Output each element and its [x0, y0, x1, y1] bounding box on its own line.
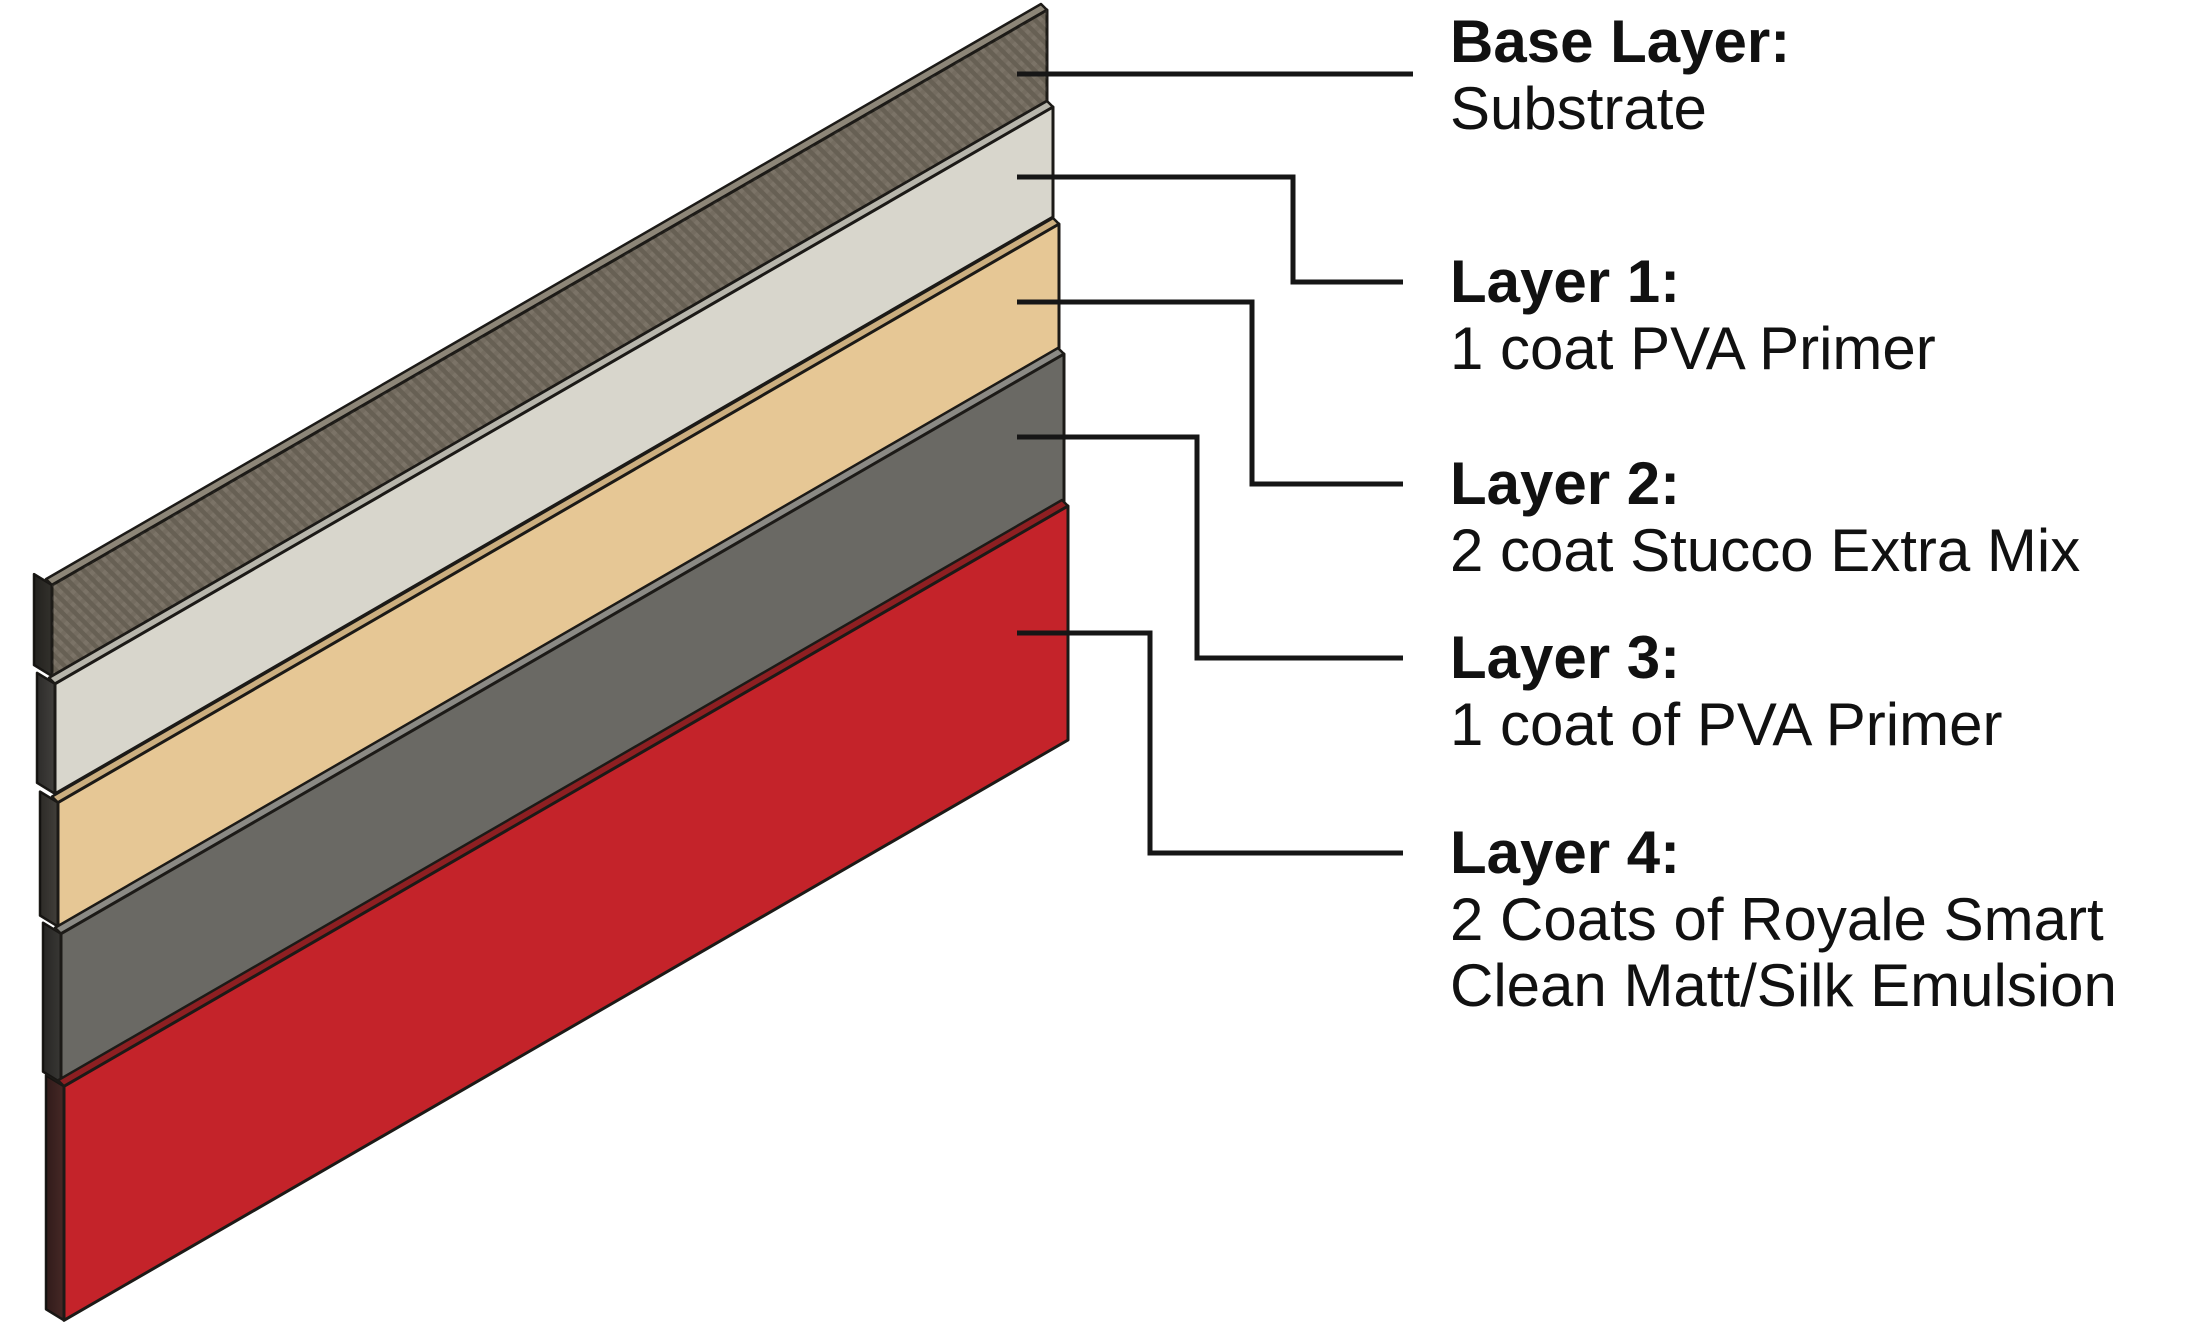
callout-title: Layer 4:	[1450, 819, 1681, 886]
callout-title: Layer 2:	[1450, 450, 1681, 517]
connector-layer3	[1017, 434, 1403, 661]
callout-title: Layer 1:	[1450, 248, 1681, 315]
panel-stack	[32, 2, 1070, 1322]
callout-description2: Clean Matt/Silk Emulsion	[1450, 952, 2117, 1019]
callout-connector-lines	[1017, 71, 1413, 856]
callout-description: 1 coat of PVA Primer	[1450, 691, 2003, 758]
layer-stucco-extra-mix-end-shade	[40, 791, 58, 927]
layer-substrate-texture	[52, 10, 1047, 677]
layer-royale-emulsion-end-shade	[46, 1075, 64, 1321]
callout-description: 2 Coats of Royale Smart	[1450, 886, 2104, 953]
callout-layer-3: Layer 3: 1 coat of PVA Primer	[1450, 624, 2195, 758]
callout-layer-2: Layer 2: 2 coat Stucco Extra Mix	[1450, 450, 2195, 584]
callout-layer-4: Layer 4: 2 Coats of Royale Smart Clean M…	[1450, 819, 2195, 1019]
connector-layer1	[1017, 174, 1403, 285]
layer-pva-primer-coat-end-shade	[37, 672, 55, 794]
callout-description: 2 coat Stucco Extra Mix	[1450, 517, 2081, 584]
callout-base-layer: Base Layer: Substrate	[1450, 8, 2195, 142]
layer-substrate-end-shade	[34, 574, 52, 677]
callout-layer-1: Layer 1: 1 coat PVA Primer	[1450, 248, 2195, 382]
connector-layer2	[1017, 299, 1403, 487]
callout-title: Base Layer:	[1450, 8, 1791, 75]
callout-description: 1 coat PVA Primer	[1450, 315, 1936, 382]
layer-royale-emulsion-face	[62, 504, 1070, 1322]
layer-pva-primer-coat2-end-shade	[43, 922, 61, 1083]
callout-description: Substrate	[1450, 75, 1707, 142]
connector-layer4	[1017, 630, 1403, 856]
callout-title: Layer 3:	[1450, 624, 1681, 691]
